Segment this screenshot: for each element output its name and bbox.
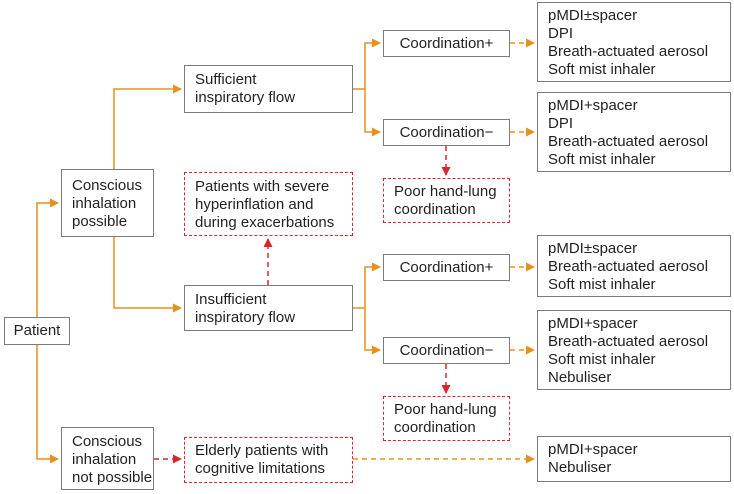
edge-patient-to-not-possible: [36, 345, 59, 464]
device-option: Soft mist inhaler: [548, 151, 656, 168]
coordination-plus-label: Coordination+: [399, 258, 494, 276]
device-option: Breath-actuated aerosol: [548, 333, 709, 350]
device-option: Nebuliser: [548, 459, 612, 476]
device-option: Breath-actuated aerosol: [548, 133, 709, 150]
coordination-plus-label: Coordination+: [399, 34, 494, 52]
conscious-possible-line: Conscious: [72, 177, 143, 194]
coordination-plus-node-1: Coordination+: [383, 30, 510, 57]
edge-possible-to-insufficient: [113, 237, 182, 313]
poor-coordination-node-2: Poor hand-lung coordination: [383, 396, 510, 441]
device-option: pMDI+spacer: [548, 97, 638, 114]
conscious-inhalation-possible-node: Conscious inhalation possible: [61, 169, 154, 237]
conscious-possible-line: inhalation: [72, 195, 137, 212]
edge-insufficient-to-coord-plus: [353, 262, 381, 309]
coordination-minus-node-2: Coordination−: [383, 337, 510, 364]
device-option: Soft mist inhaler: [548, 61, 656, 78]
conscious-possible-line: possible: [72, 213, 128, 230]
insufficient-flow-line: inspiratory flow: [195, 309, 296, 326]
device-option: Soft mist inhaler: [548, 351, 656, 368]
device-option: pMDI+spacer: [548, 315, 638, 332]
coordination-plus-node-2: Coordination+: [383, 254, 510, 281]
elderly-line: Elderly patients with: [195, 442, 329, 459]
sufficient-flow-line: inspiratory flow: [195, 89, 296, 106]
device-options-node-4: pMDI+spacer Breath-actuated aerosol Soft…: [537, 310, 731, 390]
severe-hyperinflation-line: during exacerbations: [195, 214, 335, 231]
device-option: Breath-actuated aerosol: [548, 258, 709, 275]
conscious-not-possible-line: Conscious: [72, 433, 143, 450]
device-option: pMDI±spacer: [548, 7, 638, 24]
device-option: pMDI±spacer: [548, 240, 638, 257]
patient-label: Patient: [13, 322, 61, 339]
severe-hyperinflation-line: hyperinflation and: [195, 196, 314, 213]
elderly-line: cognitive limitations: [195, 460, 326, 477]
poor-coordination-node-1: Poor hand-lung coordination: [383, 178, 510, 223]
device-options-node-3: pMDI±spacer Breath-actuated aerosol Soft…: [537, 235, 731, 297]
insufficient-flow-line: Insufficient: [195, 291, 267, 308]
device-options-node-5: pMDI+spacer Nebuliser: [537, 436, 731, 482]
edge-insufficient-to-coord-minus: [364, 308, 381, 355]
conscious-inhalation-not-possible-node: Conscious inhalation not possible: [61, 427, 154, 490]
severe-hyperinflation-line: Patients with severe: [195, 178, 330, 195]
elderly-patients-node: Elderly patients with cognitive limitati…: [184, 437, 353, 483]
device-options-node-1: pMDI±spacer DPI Breath-actuated aerosol …: [537, 2, 731, 82]
edge-sufficient-to-coord-plus: [353, 38, 381, 90]
device-option: Soft mist inhaler: [548, 276, 656, 293]
edge-sufficient-to-coord-minus: [364, 89, 381, 137]
severe-hyperinflation-node: Patients with severe hyperinflation and …: [184, 172, 353, 236]
insufficient-inspiratory-flow-node: Insufficient inspiratory flow: [184, 285, 353, 331]
conscious-not-possible-line: not possible: [72, 469, 153, 486]
coordination-minus-label: Coordination−: [399, 341, 494, 359]
sufficient-flow-line: Sufficient: [195, 71, 257, 88]
edge-patient-to-possible: [36, 198, 59, 317]
patient-node: Patient: [4, 317, 70, 345]
poor-coordination-line: Poor hand-lung: [394, 401, 497, 418]
poor-coordination-line: coordination: [394, 201, 476, 218]
poor-coordination-line: Poor hand-lung: [394, 183, 497, 200]
device-option: pMDI+spacer: [548, 441, 638, 458]
device-option: DPI: [548, 115, 574, 132]
device-option: Breath-actuated aerosol: [548, 43, 709, 60]
sufficient-inspiratory-flow-node: Sufficient inspiratory flow: [184, 65, 353, 113]
coordination-minus-label: Coordination−: [399, 123, 494, 141]
poor-coordination-line: coordination: [394, 419, 476, 436]
coordination-minus-node-1: Coordination−: [383, 119, 510, 146]
device-option: Nebuliser: [548, 369, 612, 386]
conscious-not-possible-line: inhalation: [72, 451, 137, 468]
device-options-node-2: pMDI+spacer DPI Breath-actuated aerosol …: [537, 92, 731, 172]
edge-possible-to-sufficient: [113, 84, 182, 169]
device-option: DPI: [548, 25, 574, 42]
